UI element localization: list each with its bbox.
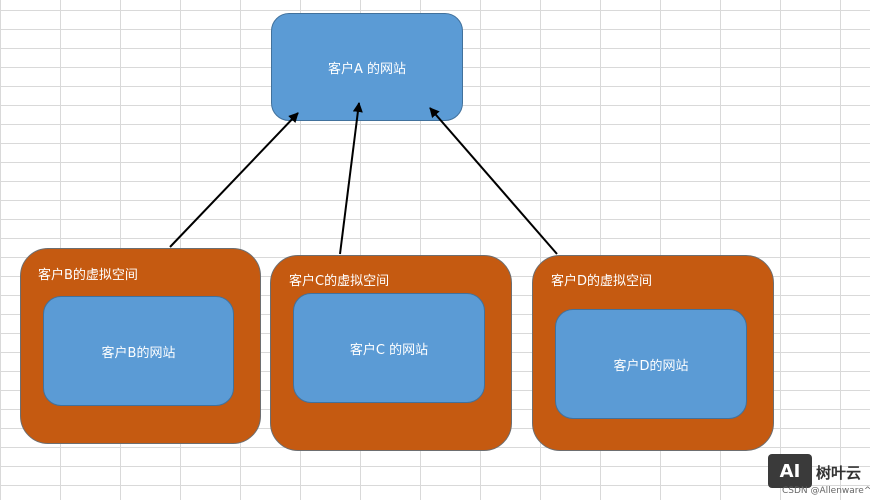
container-d: 客户D的虚拟空间 客户D的网站 [532,255,774,451]
arrow-b-to-a [169,112,299,248]
website-d-node: 客户D的网站 [555,309,747,419]
watermark-credit: CSDN @Allenware^ [782,486,870,496]
website-a-label: 客户A 的网站 [327,61,407,77]
container-d-label: 客户D的虚拟空间 [551,274,653,289]
website-b-label: 客户B的网站 [101,345,176,361]
website-c-label: 客户C 的网站 [349,342,429,358]
container-b-label: 客户B的虚拟空间 [38,268,138,283]
website-c-node: 客户C 的网站 [293,293,485,403]
container-b: 客户B的虚拟空间 客户B的网站 [20,248,261,444]
container-c: 客户C的虚拟空间 客户C 的网站 [270,255,512,451]
website-d-label: 客户D的网站 [613,358,689,374]
container-c-label: 客户C的虚拟空间 [289,274,390,289]
watermark-name: 树叶云 [816,464,862,482]
arrow-d-to-a [429,107,558,255]
website-b-node: 客户B的网站 [43,296,234,406]
watermark-logo: AI [768,454,812,488]
website-a-node: 客户A 的网站 [271,13,463,121]
arrow-c-to-a [339,102,363,255]
